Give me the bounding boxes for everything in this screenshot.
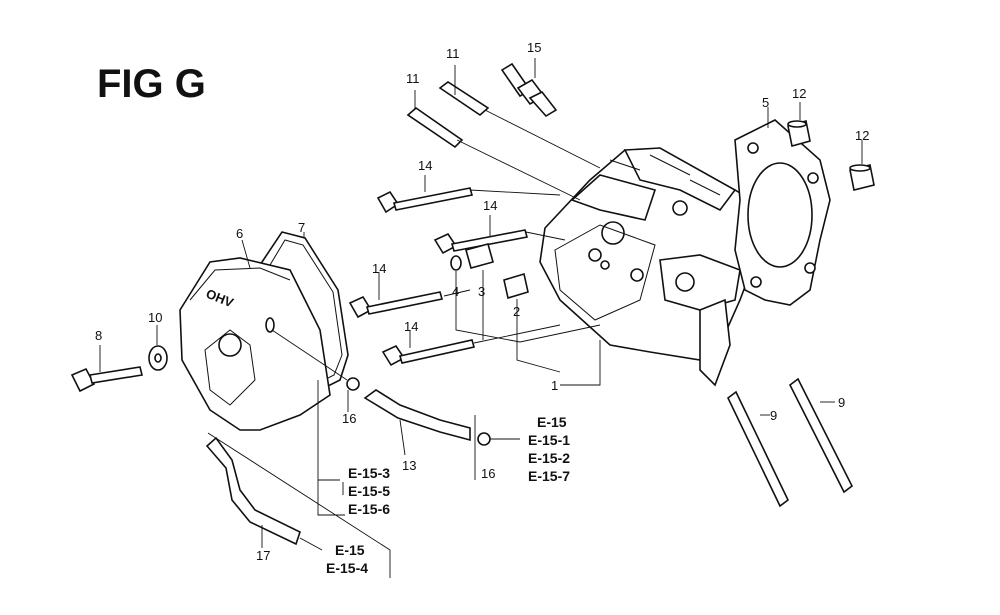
dowel-pin-2 — [849, 164, 875, 191]
callout-14-c: 14 — [372, 261, 386, 276]
callout-1: 1 — [551, 378, 558, 393]
callout-13: 13 — [402, 458, 416, 473]
callout-10: 10 — [148, 310, 162, 325]
leader-lines — [99, 58, 863, 578]
ref-code: E-15-3 — [348, 465, 390, 481]
callout-11-lower: 11 — [406, 71, 420, 86]
drain-tube — [205, 436, 301, 546]
callout-16-b: 16 — [481, 466, 495, 481]
callout-5: 5 — [762, 95, 769, 110]
callout-8: 8 — [95, 328, 102, 343]
callout-14-b: 14 — [483, 198, 497, 213]
ref-code: E-15 — [335, 542, 365, 558]
callout-14-a: 14 — [418, 158, 432, 173]
callout-7: 7 — [298, 220, 305, 235]
head-gasket — [734, 119, 831, 306]
ref-code: E-15-6 — [348, 501, 390, 517]
dowel-part-3 — [465, 243, 494, 269]
clip-16-a — [346, 377, 360, 391]
callout-11-upper: 11 — [446, 46, 460, 61]
reference-group-c: E-15 E-15-4 — [326, 542, 368, 576]
bolt-14-c — [348, 291, 444, 319]
ref-code: E-15-1 — [528, 432, 570, 448]
callout-9-b: 9 — [838, 395, 845, 410]
dowel-pin-1 — [787, 119, 811, 148]
ref-code: E-15-7 — [528, 468, 570, 484]
stud-11-long — [438, 81, 490, 117]
callout-16-a: 16 — [342, 411, 356, 426]
callout-6: 6 — [236, 226, 243, 241]
ref-code: E-15-4 — [326, 560, 368, 576]
ref-code: E-15 — [537, 414, 567, 430]
callout-12-b: 12 — [855, 128, 869, 143]
bolt-14-b — [433, 229, 529, 255]
dowel-part-2 — [503, 272, 529, 300]
ref-code: E-15-2 — [528, 450, 570, 466]
spark-plug — [500, 62, 558, 118]
callout-12-a: 12 — [792, 86, 806, 101]
clip-16-b — [477, 432, 491, 446]
callout-3: 3 — [478, 284, 485, 299]
callout-9-a: 9 — [770, 408, 777, 423]
callout-15: 15 — [527, 40, 541, 55]
stud-9-a — [726, 390, 790, 508]
stud-11-short — [406, 106, 464, 149]
callout-14-d: 14 — [404, 319, 418, 334]
reference-group-b: E-15-3 E-15-5 E-15-6 — [348, 465, 390, 517]
callout-2: 2 — [513, 304, 520, 319]
callout-4: 4 — [452, 284, 459, 299]
ref-code: E-15-5 — [348, 483, 390, 499]
bolt-14-a — [376, 187, 474, 214]
cylinder-head — [539, 147, 761, 387]
stud-9-b — [788, 377, 854, 494]
callout-17: 17 — [256, 548, 270, 563]
figure-title: FIG G — [97, 62, 206, 106]
washer-part-4 — [450, 255, 462, 271]
sealing-washer — [148, 345, 168, 371]
rocker-cover: OHV — [179, 257, 331, 431]
reference-group-a: E-15 E-15-1 E-15-2 E-15-7 — [528, 414, 570, 484]
bolt-14-d — [381, 339, 476, 367]
cover-bolt — [70, 366, 143, 393]
breather-tube — [363, 389, 471, 442]
